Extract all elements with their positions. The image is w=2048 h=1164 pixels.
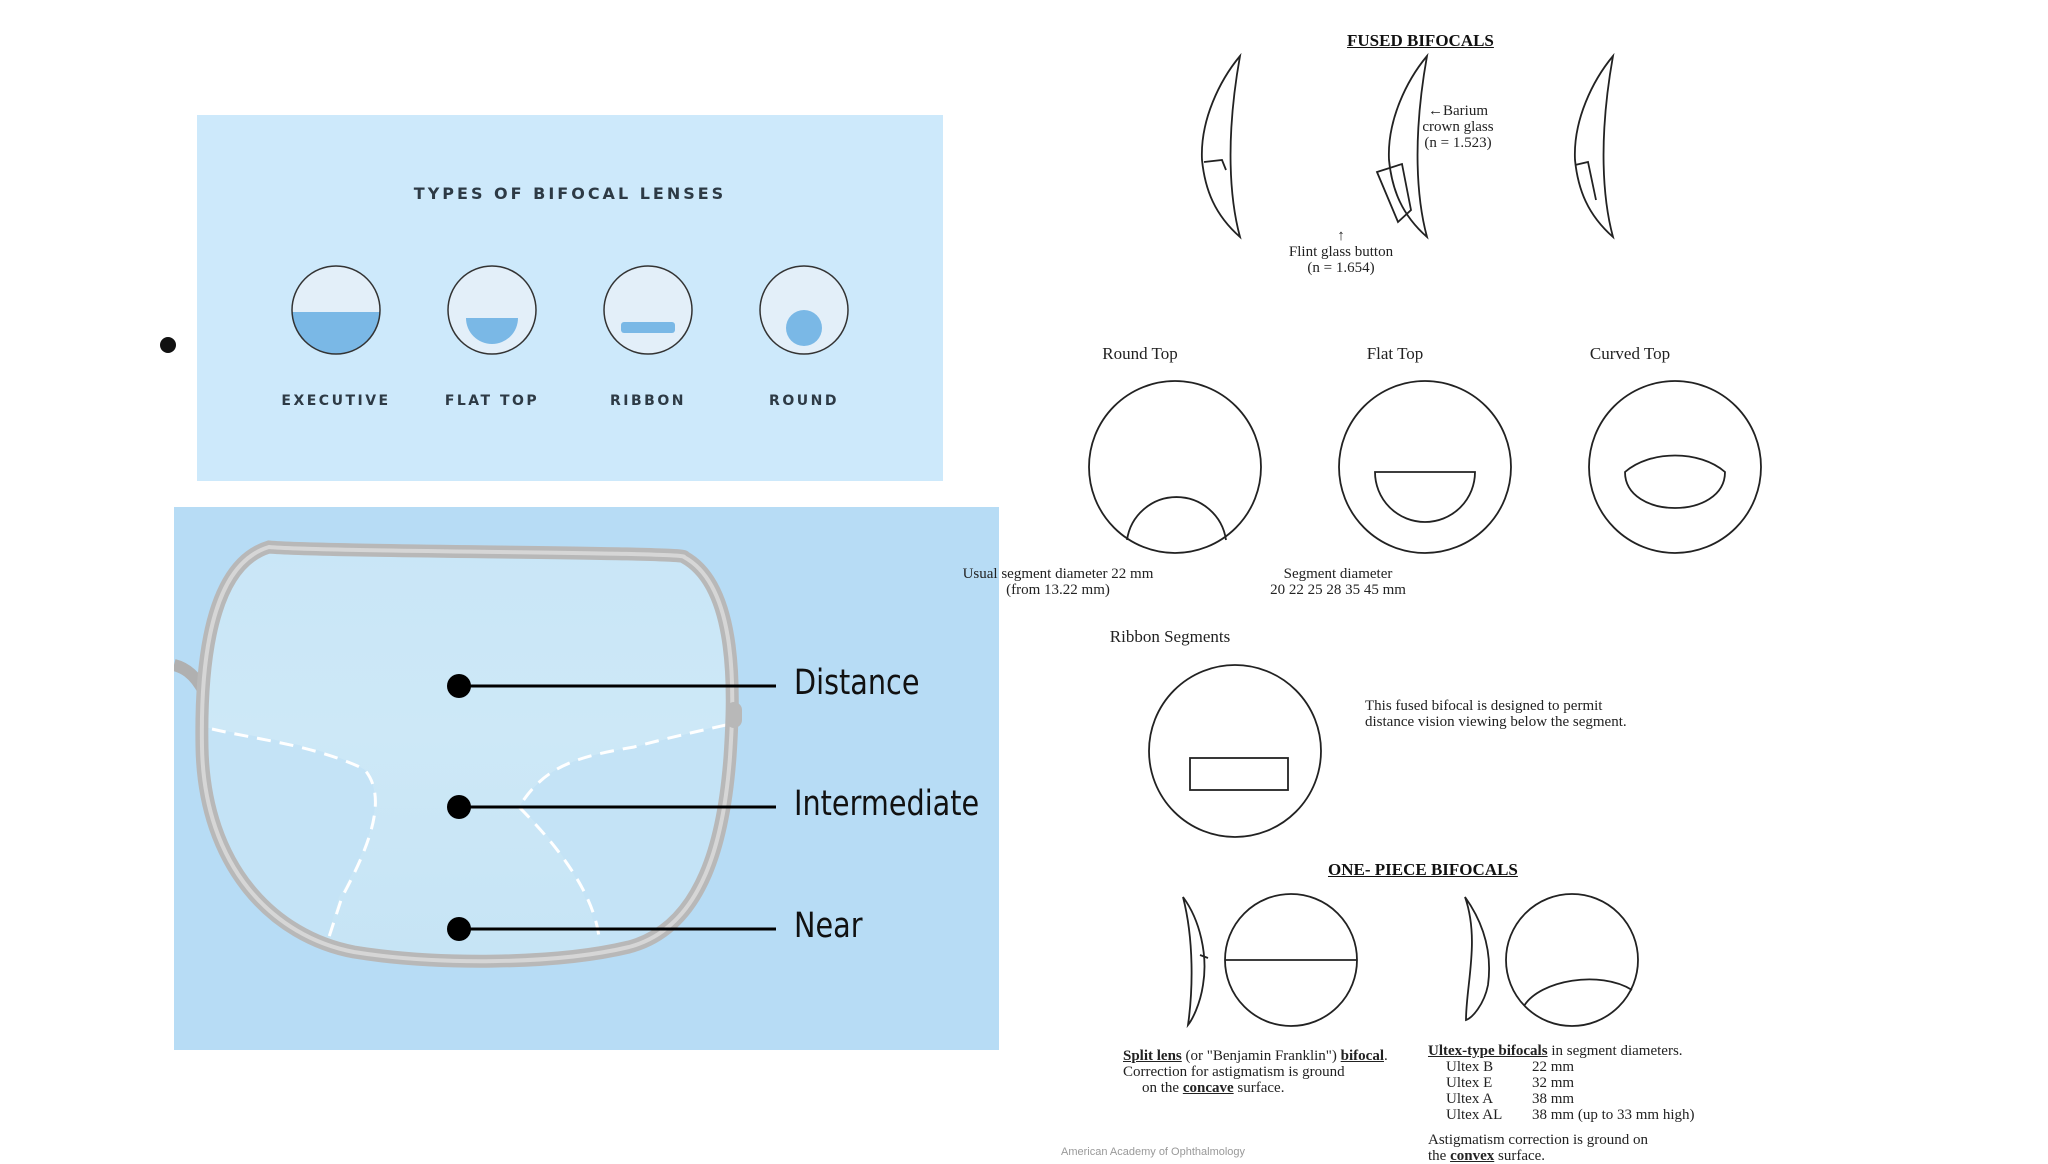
- split-paren: (or "Benjamin Franklin"): [1181, 1048, 1341, 1064]
- bifocal-types-title: TYPES OF BIFOCAL LENSES: [413, 184, 727, 203]
- fused-cross-section-3: [1574, 52, 1615, 240]
- flat-caption-line-2: 20 22 25 28 35 45 mm: [1270, 582, 1406, 598]
- fused-cross-section-2: [1375, 52, 1429, 240]
- flint-glass-label: ↑ Flint glass button (n = 1.654): [1289, 228, 1393, 276]
- flint-arrow: ↑: [1337, 228, 1345, 244]
- ultex-row: Ultex AL 38 mm (up to 33 mm high): [1428, 1107, 1695, 1123]
- convex-term: convex: [1450, 1148, 1495, 1164]
- ultex-row-size: 22 mm: [1532, 1059, 1575, 1075]
- flint-line-2: (n = 1.654): [1307, 260, 1375, 276]
- near-label: Near: [794, 906, 863, 946]
- ultex-row-size: 32 mm: [1532, 1075, 1575, 1091]
- progressive-lens-panel: Distance Intermediate Near: [174, 507, 999, 1050]
- ultex-caption: Ultex-type bifocals in segment diameters…: [1428, 1043, 1695, 1164]
- barium-crown-label: ←Barium crown glass (n = 1.523): [1422, 103, 1493, 151]
- split-line-3: on the concave surface.: [1123, 1080, 1388, 1096]
- ultex-cross-section: [1464, 896, 1490, 1022]
- concave-term: concave: [1182, 1080, 1234, 1096]
- flint-line-1: Flint glass button: [1288, 244, 1394, 260]
- bullet-point: [160, 337, 176, 353]
- fused-bifocals-heading: FUSED BIFOCALS: [1347, 31, 1494, 50]
- split-lens-front: [1224, 893, 1358, 1027]
- ultex-row-name: Ultex A: [1446, 1091, 1494, 1107]
- curved-top-lens: [1588, 380, 1762, 554]
- round-top-title: Round Top: [1102, 344, 1178, 363]
- ultex-row-name: Ultex B: [1446, 1059, 1494, 1075]
- bifocal-types-illustration: [291, 265, 849, 355]
- ribbon-lens-icon: [603, 265, 693, 355]
- split-lens-caption: Split lens (or "Benjamin Franklin") bifo…: [1123, 1048, 1388, 1096]
- ultex-row-size: 38 mm (up to 33 mm high): [1532, 1107, 1695, 1123]
- flat-top-label: FLAT TOP: [444, 393, 540, 409]
- ribbon-description: This fused bifocal is designed to permit…: [1365, 698, 1627, 730]
- flat-caption-line-1: Segment diameter: [1283, 566, 1393, 582]
- ultex-note-1: Astigmatism correction is ground on: [1428, 1132, 1648, 1148]
- round-top-lens: [1088, 380, 1262, 554]
- ultex-row-size: 38 mm: [1532, 1091, 1575, 1107]
- lens-line-drawings: [1088, 52, 1762, 1029]
- ultex-note-2-post: surface.: [1494, 1148, 1546, 1164]
- distance-pointer: [447, 674, 776, 698]
- intermediate-pointer: [447, 795, 776, 819]
- split-line-2: Correction for astigmatism is ground: [1123, 1064, 1345, 1080]
- one-piece-bifocals-heading: ONE- PIECE BIFOCALS: [1328, 860, 1518, 879]
- flat-top-lens-icon: [447, 265, 537, 355]
- ultex-front: [1505, 893, 1639, 1027]
- distance-label: Distance: [794, 663, 920, 703]
- round-top-caption: Usual segment diameter 22 mm (from 13.22…: [963, 566, 1154, 598]
- split-period: .: [1384, 1048, 1388, 1064]
- curved-top-title: Curved Top: [1589, 344, 1671, 363]
- ultex-row: Ultex B 22 mm: [1428, 1059, 1695, 1075]
- round-caption-line-2: (from 13.22 mm): [1006, 582, 1110, 598]
- bifocal-term: bifocal: [1340, 1048, 1385, 1064]
- ultex-row: Ultex A 38 mm: [1428, 1091, 1695, 1107]
- ultex-line-1: Ultex-type bifocals in segment diameters…: [1428, 1043, 1695, 1059]
- ultex-row: Ultex E 32 mm: [1428, 1075, 1695, 1091]
- ribbon-desc-line-1: This fused bifocal is designed to permit: [1365, 698, 1603, 714]
- ribbon-segments-title: Ribbon Segments: [1109, 627, 1231, 646]
- source-credit: American Academy of Ophthalmology: [1061, 1146, 1246, 1158]
- round-caption-line-1: Usual segment diameter 22 mm: [962, 566, 1154, 582]
- intermediate-label: Intermediate: [794, 784, 980, 824]
- executive-lens-icon: [291, 265, 381, 355]
- round-label: ROUND: [769, 393, 839, 409]
- ribbon-desc-line-2: distance vision viewing below the segmen…: [1365, 714, 1627, 730]
- bifocal-types-panel: TYPES OF BIFOCAL LENSES: [197, 115, 943, 481]
- flat-top-caption: Segment diameter 20 22 25 28 35 45 mm: [1270, 566, 1406, 598]
- progressive-lens-illustration: [174, 540, 776, 968]
- ribbon-label: RIBBON: [610, 393, 686, 409]
- ultex-row-name: Ultex AL: [1446, 1107, 1503, 1123]
- fused-cross-section-1: [1201, 52, 1242, 240]
- executive-label: EXECUTIVE: [281, 393, 391, 409]
- flat-top-lens: [1338, 380, 1512, 554]
- barium-line-3: (n = 1.523): [1424, 135, 1492, 151]
- ultex-term: Ultex-type bifocals: [1428, 1043, 1548, 1059]
- split-lens-term: Split lens: [1123, 1048, 1182, 1064]
- ultex-suffix: in segment diameters.: [1547, 1043, 1683, 1059]
- split-line-1: Split lens (or "Benjamin Franklin") bifo…: [1123, 1048, 1388, 1064]
- ribbon-segment-lens: [1148, 664, 1322, 838]
- ultex-note-2: the convex surface.: [1428, 1148, 1695, 1164]
- round-lens-icon: [759, 265, 849, 355]
- flat-top-title: Flat Top: [1366, 344, 1424, 363]
- near-pointer: [447, 917, 776, 941]
- ultex-row-name: Ultex E: [1446, 1075, 1493, 1091]
- split-line-3-post: surface.: [1233, 1080, 1285, 1096]
- split-line-3-pre: on the: [1142, 1080, 1183, 1096]
- barium-line-2: crown glass: [1422, 119, 1494, 135]
- barium-line-1: ←Barium: [1428, 103, 1488, 119]
- hinge: [726, 702, 742, 728]
- split-lens-cross-section: [1182, 896, 1209, 1029]
- ultex-note-2-pre: the: [1428, 1148, 1451, 1164]
